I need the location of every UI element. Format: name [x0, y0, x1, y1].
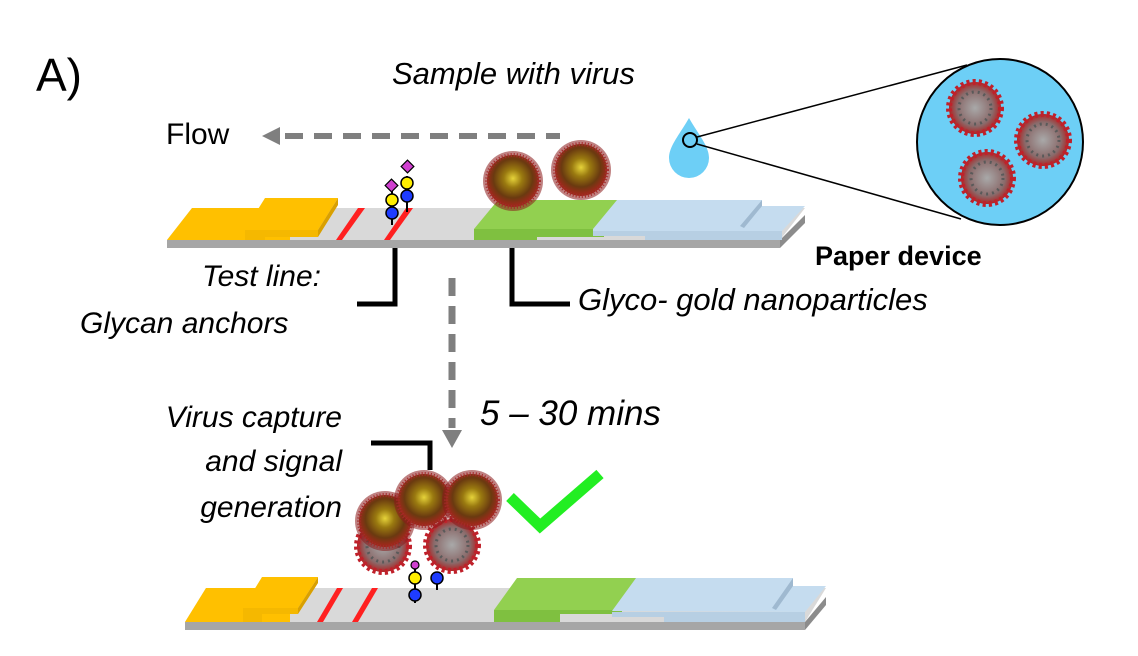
- flow-arrow: [262, 127, 560, 145]
- sample-label: Sample with virus: [392, 56, 635, 91]
- conjugate-pad-front: [474, 229, 604, 240]
- nanoparticle-label: Glyco- gold nanoparticles: [578, 282, 928, 317]
- glycan-blue-icon: [385, 206, 399, 220]
- glycan-anchors-label: Glycan anchors: [80, 307, 289, 340]
- test-line-label: Test line:: [202, 260, 321, 293]
- glycan-blue-icon: [400, 189, 414, 203]
- control-line: [317, 588, 343, 622]
- conjugate-pad-front: [494, 610, 622, 622]
- gold-nanoparticle-icon: [481, 149, 545, 213]
- magnified-sample: [916, 58, 1084, 226]
- glycan-magenta-icon: [410, 560, 420, 570]
- capture-label-line3: generation: [200, 491, 342, 524]
- glycan-anchors-top: [384, 159, 415, 225]
- sample-pad-front: [593, 231, 782, 240]
- absorbent-pad-top: [245, 198, 338, 230]
- virus-particle-icon: [1017, 114, 1069, 166]
- paper-device-label: Paper device: [815, 241, 982, 271]
- glycan-yellow-icon: [408, 571, 422, 585]
- absorbent-pad-front: [243, 608, 298, 622]
- zoom-line: [696, 143, 962, 220]
- glycan-yellow-icon: [385, 193, 399, 207]
- zoom-line: [696, 64, 968, 138]
- time-label: 5 – 30 mins: [480, 394, 661, 433]
- paper-strip-top: [167, 198, 805, 248]
- sample-pad: [612, 578, 826, 612]
- time-arrow: [442, 278, 462, 448]
- conjugate-pad: [494, 578, 645, 610]
- glycan-magenta-icon: [384, 178, 399, 193]
- absorbent-pad-front: [245, 230, 318, 240]
- gold-nanoparticle-icon: [549, 138, 613, 202]
- capture-callout: [371, 440, 433, 470]
- absorbent-pad-edge: [318, 198, 338, 237]
- sample-pad-step: [740, 200, 762, 228]
- strip-backing: [167, 240, 780, 248]
- test-line-callout: [357, 248, 398, 307]
- control-line: [336, 208, 365, 240]
- nanoparticle-callout: [509, 248, 570, 307]
- strip-backing-side: [780, 215, 805, 248]
- paper-strip-bottom: [185, 577, 826, 630]
- virus-particle-icon: [949, 82, 1001, 134]
- glycan-yellow-icon: [400, 176, 414, 190]
- absorbent-pad-top: [243, 577, 318, 608]
- flow-label: Flow: [166, 118, 230, 151]
- gold-nanoparticle-icon: [440, 468, 504, 532]
- strip-backing: [185, 622, 805, 630]
- absorbent-pad-edge: [298, 577, 318, 614]
- capture-label-line2: and signal: [205, 445, 342, 478]
- test-line: [384, 208, 413, 240]
- sample-pad-front: [612, 612, 805, 622]
- panel-label: A): [36, 49, 82, 101]
- captured-complex: [353, 468, 504, 603]
- sample-pad-step: [772, 578, 793, 610]
- glycan-blue-icon: [408, 588, 422, 602]
- glycan-blue-icon: [430, 571, 444, 585]
- checkmark-icon: [506, 469, 604, 534]
- test-line: [352, 588, 378, 622]
- strip-backing-side: [805, 597, 826, 630]
- sample-droplet-icon: [669, 118, 709, 178]
- sample-pad: [593, 200, 805, 231]
- capture-label-line1: Virus capture: [165, 401, 342, 434]
- glycan-magenta-icon: [400, 159, 415, 174]
- virus-particle-icon: [961, 152, 1013, 204]
